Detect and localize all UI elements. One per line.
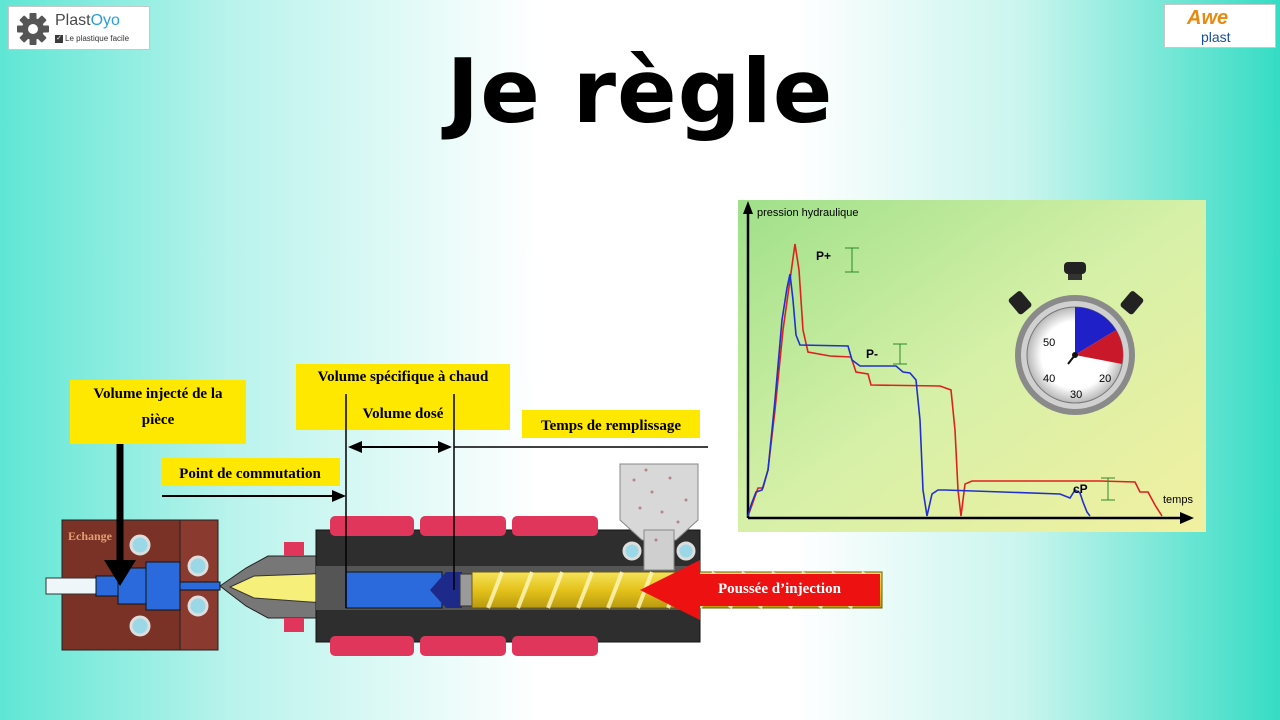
- hopper: [619, 463, 699, 541]
- volume-injecte-line1: Volume injecté de la: [93, 386, 223, 402]
- pressure-curve-red: [747, 243, 1163, 517]
- heater-band: [512, 636, 598, 656]
- x-axis-label: temps: [1163, 494, 1193, 506]
- heater-band: [512, 516, 598, 536]
- volume-dose-label: Volume dosé: [363, 406, 444, 422]
- injection-unit-diagram: Echange: [45, 364, 883, 656]
- pressure-graph: pression hydraulique temps P+ P- cP: [738, 200, 1206, 532]
- label-box-temps-remplissage: [522, 410, 700, 438]
- heater-band: [330, 516, 414, 536]
- volume-injecte-line2: pièce: [142, 412, 175, 428]
- dosed-melt: [345, 571, 443, 609]
- marker-p-plus: P+: [816, 249, 831, 263]
- marker-cp: cP: [1073, 482, 1088, 496]
- marker-p-minus: P-: [866, 347, 878, 361]
- stopwatch-number-40: 40: [1043, 373, 1055, 385]
- gear-icon: [17, 13, 49, 45]
- label-box-point-commutation: [162, 458, 340, 486]
- temps-remplissage-label: Temps de remplissage: [541, 418, 681, 434]
- logo-brand: PlastOyo: [55, 12, 120, 29]
- logo-right-sub: plast: [1201, 29, 1231, 45]
- page-title: Je règle: [446, 40, 834, 143]
- echange-label: Echange: [68, 529, 113, 543]
- label-box-volume-specifique: [296, 364, 510, 430]
- y-axis-label: pression hydraulique: [757, 207, 859, 219]
- label-box-volume-injecte: [70, 380, 246, 444]
- injection-push-arrow: [640, 560, 880, 620]
- stopwatch-number-30: 30: [1070, 389, 1082, 401]
- logo-right-brand: Awe: [1187, 7, 1229, 29]
- pressure-curve-blue: [747, 273, 1091, 517]
- stopwatch-number-50: 50: [1043, 337, 1055, 349]
- heater-band: [420, 636, 506, 656]
- stopwatch-number-20: 20: [1099, 373, 1111, 385]
- aweplast-logo: Awe plast: [1164, 4, 1276, 48]
- plastoyo-logo: PlastOyo ✓Le plastique facile: [8, 6, 150, 50]
- point-commutation-label: Point de commutation: [179, 466, 321, 482]
- poussee-label: Poussée d’injection: [718, 581, 842, 597]
- stopwatch-icon: 50 40 30 20: [1008, 262, 1144, 415]
- logo-tagline: ✓Le plastique facile: [55, 34, 130, 43]
- heater-band: [330, 636, 414, 656]
- volume-specifique-label: Volume spécifique à chaud: [318, 369, 489, 385]
- heater-band: [420, 516, 506, 536]
